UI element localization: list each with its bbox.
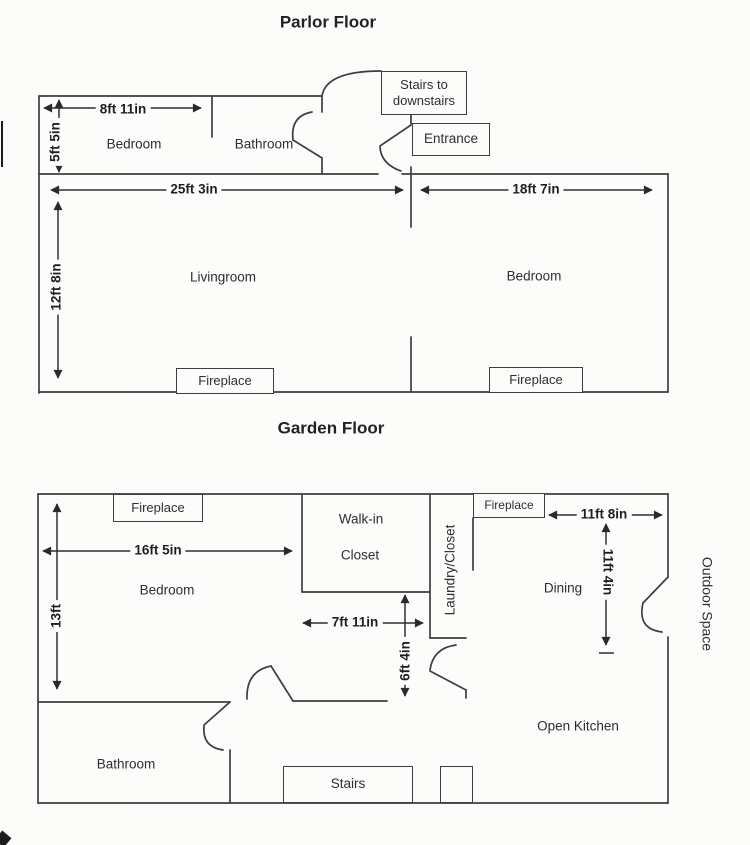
scan-artifact-left-edge	[1, 121, 3, 167]
parlor-livingroom-label: Livingroom	[189, 269, 257, 285]
parlor-bathroom-door-leaf	[292, 139, 323, 159]
garden-floor-title: Garden Floor	[277, 418, 385, 438]
garden-fireplace-bedroom-label: Fireplace	[131, 499, 185, 515]
dim-label-18ft7in: 18ft 7in	[508, 182, 564, 198]
garden-dining-label: Dining	[543, 580, 583, 596]
parlor-floor-title: Parlor Floor	[279, 12, 377, 32]
dim-label-11ft8in: 11ft 8in	[576, 507, 632, 523]
dim-label-16ft5in: 16ft 5in	[130, 543, 186, 559]
garden-bedroom-door-leaf	[270, 665, 294, 702]
garden-hall-door-leaf	[429, 670, 467, 691]
garden-hall-door-arc	[429, 644, 457, 671]
parlor-entrance-door-leaf	[379, 124, 412, 147]
parlor-bathroom-door-arc	[291, 111, 313, 141]
garden-stairs-label: Stairs	[330, 776, 366, 792]
parlor-fireplace-left-label: Fireplace	[198, 372, 252, 388]
garden-laundry-closet-label: Laundry/Closet	[442, 524, 458, 616]
dim-label-7ft11in: 7ft 11in	[327, 615, 383, 631]
dim-label-5ft5in: 5ft 5in	[48, 118, 64, 166]
dim-label-11ft4in: 11ft 4in	[599, 544, 615, 600]
garden-open-kitchen-label: Open Kitchen	[537, 718, 619, 734]
garden-bathroom-door-leaf	[203, 701, 231, 726]
garden-bedroom-door-arc	[246, 665, 272, 700]
parlor-bathroom-label: Bathroom	[234, 136, 294, 152]
garden-outdoor-door-leaf	[642, 576, 669, 604]
dimension-arrows	[42, 99, 663, 697]
stairs-to-downstairs-label-line1: Stairs to	[400, 76, 448, 92]
parlor-bedroom-right-label: Bedroom	[506, 268, 562, 284]
garden-bathroom-door-arc	[203, 725, 224, 751]
garden-chimney-box	[440, 766, 473, 803]
parlor-fireplace-right-box: Fireplace	[489, 367, 583, 393]
entrance-box: Entrance	[412, 123, 490, 156]
garden-fireplace-dining-box: Fireplace	[473, 493, 545, 518]
parlor-fireplace-right-label: Fireplace	[509, 371, 563, 387]
entrance-label: Entrance	[423, 131, 479, 147]
dim-label-25ft3in: 25ft 3in	[166, 182, 222, 198]
dim-label-6ft4in: 6ft 4in	[398, 637, 414, 685]
dim-label-8ft11in: 8ft 11in	[95, 102, 151, 118]
dim-label-13ft: 13ft	[49, 599, 65, 633]
parlor-vestibule-curved-wall	[321, 70, 382, 97]
garden-fireplace-bedroom-box: Fireplace	[113, 494, 203, 522]
parlor-fireplace-left-box: Fireplace	[176, 368, 274, 394]
parlor-walls	[38, 70, 669, 394]
garden-walkin-label-line1: Walk-in	[338, 511, 384, 527]
dim-label-12ft8in: 12ft 8in	[49, 259, 65, 315]
parlor-entrance-door-arc	[379, 146, 402, 172]
stairs-to-downstairs-box: Stairs to downstairs	[381, 71, 467, 115]
garden-outdoor-space-label: Outdoor Space	[699, 556, 716, 652]
stairs-to-downstairs-label-line2: downstairs	[392, 93, 456, 108]
garden-bathroom-label: Bathroom	[96, 756, 156, 772]
garden-bedroom-label: Bedroom	[139, 582, 195, 598]
garden-outdoor-door-arc	[641, 602, 663, 633]
garden-walkin-label-line2: Closet	[340, 547, 380, 563]
garden-fireplace-dining-label: Fireplace	[484, 498, 534, 512]
parlor-bedroom-top-label: Bedroom	[106, 136, 162, 152]
garden-stairs-box: Stairs	[283, 766, 413, 803]
